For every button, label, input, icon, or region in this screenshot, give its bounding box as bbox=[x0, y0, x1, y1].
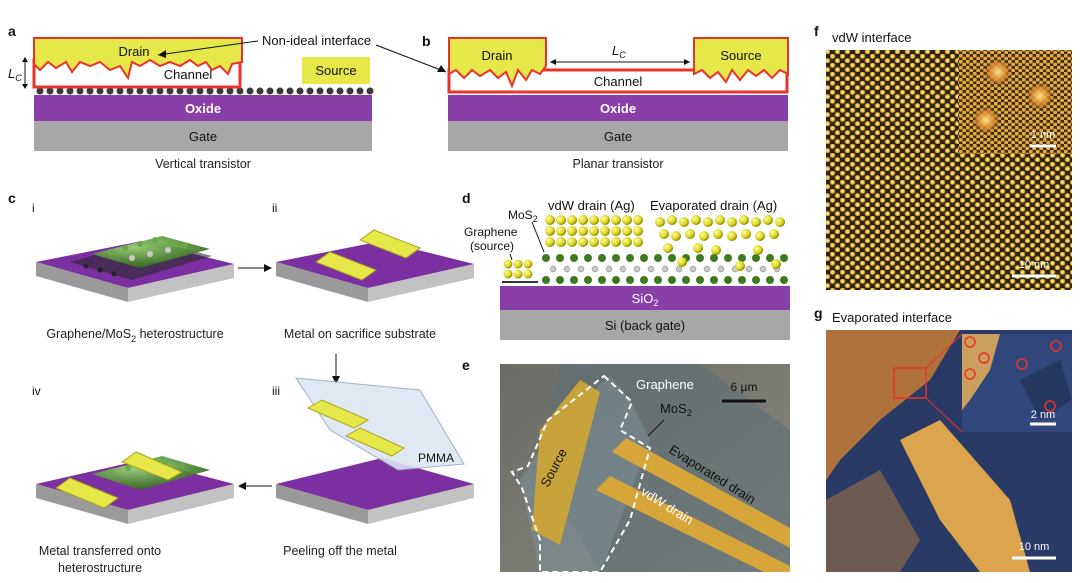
si-layer bbox=[500, 310, 790, 340]
panel-e: e Graphene MoS2 Source Evaporated drain … bbox=[462, 357, 790, 573]
drain-contact-b bbox=[448, 37, 547, 89]
gate-layer-b bbox=[448, 121, 788, 151]
caption-vertical: Vertical transistor bbox=[155, 157, 251, 171]
graphene-outline bbox=[510, 374, 652, 573]
panel-a: a Gate Oxide Channel Drain Source bbox=[8, 23, 447, 171]
afm-bright-stripe bbox=[900, 420, 1030, 572]
heterostructure-atoms bbox=[70, 236, 212, 280]
scale-label-inset-g: 2 nm bbox=[1031, 409, 1055, 421]
pmma-label: PMMA bbox=[418, 451, 454, 465]
oxide-layer bbox=[34, 95, 372, 121]
drain-label: Drain bbox=[118, 44, 149, 59]
panel-e-label: e bbox=[462, 357, 470, 373]
peeled-metal bbox=[306, 399, 370, 429]
step-iv-label: iv bbox=[32, 384, 41, 398]
lc-symbol-b: LC bbox=[612, 43, 626, 60]
zoom-box bbox=[893, 367, 927, 399]
evaporated-drain-balls bbox=[655, 215, 785, 271]
caption-step-i: Graphene/MoS2 heterostructure bbox=[46, 327, 223, 344]
evaporated-drain-electrode bbox=[612, 438, 790, 548]
defect-circles bbox=[964, 336, 1062, 412]
oxide-label-b: Oxide bbox=[600, 101, 636, 116]
scale-label-f: 10 nm bbox=[1019, 259, 1050, 271]
gate-label: Gate bbox=[189, 129, 217, 144]
source-contact bbox=[302, 57, 370, 84]
mos2-label-d: MoS2 bbox=[508, 208, 538, 224]
evaporated-drain-label: Evaporated drain (Ag) bbox=[650, 198, 777, 213]
drain-contact bbox=[33, 37, 243, 81]
panel-c-label: c bbox=[8, 190, 16, 206]
oxide-label: Oxide bbox=[185, 101, 221, 116]
graphene-label-d-1: Graphene bbox=[464, 225, 518, 239]
panel-c: c i ii iii iv Graphene/MoS2 heterostruct… bbox=[8, 190, 474, 575]
panel-g-label: g bbox=[814, 305, 823, 321]
mos2-layer-d bbox=[540, 254, 790, 284]
pmma-film bbox=[295, 377, 465, 471]
sio2-layer bbox=[500, 286, 790, 310]
slab-iii: PMMA bbox=[276, 377, 474, 524]
gate-layer bbox=[34, 121, 372, 151]
scale-label-e: 6 µm bbox=[731, 380, 758, 394]
channel-label-b: Channel bbox=[594, 74, 643, 89]
source-contact-b bbox=[693, 37, 789, 84]
graphene-source-balls bbox=[502, 259, 538, 283]
metal-strip bbox=[358, 229, 422, 259]
panel-g: g Evaporated interface 2 nm 10 nm bbox=[814, 305, 1072, 572]
slab-iv bbox=[36, 451, 234, 524]
channel-label: Channel bbox=[164, 67, 213, 82]
panel-b-label: b bbox=[422, 33, 431, 49]
vdw-drain-balls bbox=[545, 215, 643, 247]
panel-f-title: vdW interface bbox=[832, 30, 911, 45]
caption-step-ii: Metal on sacrifice substrate bbox=[284, 327, 436, 341]
panel-f: f vdW interface 1 nm 10 nm bbox=[814, 23, 1072, 290]
panel-d-label: d bbox=[462, 190, 471, 206]
channel-box-b bbox=[447, 68, 789, 94]
slab-ii bbox=[276, 229, 474, 302]
vdw-drain-electrode bbox=[596, 476, 790, 572]
metal-strip bbox=[314, 251, 378, 281]
slab-i bbox=[36, 236, 234, 302]
step-i-label: i bbox=[32, 201, 35, 215]
scale-label-inset-f: 1 nm bbox=[1031, 129, 1055, 141]
source-label: Source bbox=[315, 63, 356, 78]
oxide-layer-b bbox=[448, 95, 788, 121]
drain-label-b: Drain bbox=[481, 48, 512, 63]
caption-step-iv-2: heterostructure bbox=[58, 561, 142, 575]
metal-strip bbox=[54, 477, 120, 509]
peeled-metal bbox=[344, 427, 406, 457]
mos2-atom-row bbox=[36, 87, 374, 95]
lc-marker: LC bbox=[8, 57, 28, 89]
panel-f-label: f bbox=[814, 23, 819, 39]
graphene-label-e: Graphene bbox=[636, 377, 694, 392]
si-label: Si (back gate) bbox=[605, 318, 685, 333]
lc-marker-b: LC bbox=[550, 43, 690, 65]
non-ideal-interface-callout: Non-ideal interface bbox=[262, 33, 371, 48]
metal-strip bbox=[120, 451, 184, 481]
scale-label-g: 10 nm bbox=[1019, 541, 1050, 553]
gate-label-b: Gate bbox=[604, 129, 632, 144]
stm-inset bbox=[958, 50, 1072, 154]
step-ii-label: ii bbox=[272, 201, 277, 215]
caption-step-iii: Peeling off the metal bbox=[283, 544, 397, 558]
source-label-b: Source bbox=[720, 48, 761, 63]
source-electrode bbox=[532, 380, 600, 545]
panel-b: b Gate Oxide Channel Drain Source LC Pla… bbox=[422, 33, 789, 171]
mos2-label-e: MoS2 bbox=[660, 401, 692, 418]
caption-step-iv-1: Metal transferred onto bbox=[39, 544, 161, 558]
panel-a-label: a bbox=[8, 23, 16, 39]
graphene-label-d-2: (source) bbox=[470, 239, 514, 253]
lc-symbol: LC bbox=[8, 66, 22, 83]
step-iii-label: iii bbox=[272, 384, 280, 398]
sio2-label: SiO2 bbox=[632, 291, 659, 308]
vdw-drain-label: vdW drain (Ag) bbox=[548, 198, 635, 213]
caption-planar: Planar transistor bbox=[572, 157, 663, 171]
panel-d: d Si (back gate) SiO2 bbox=[462, 190, 790, 340]
panel-g-title: Evaporated interface bbox=[832, 310, 952, 325]
